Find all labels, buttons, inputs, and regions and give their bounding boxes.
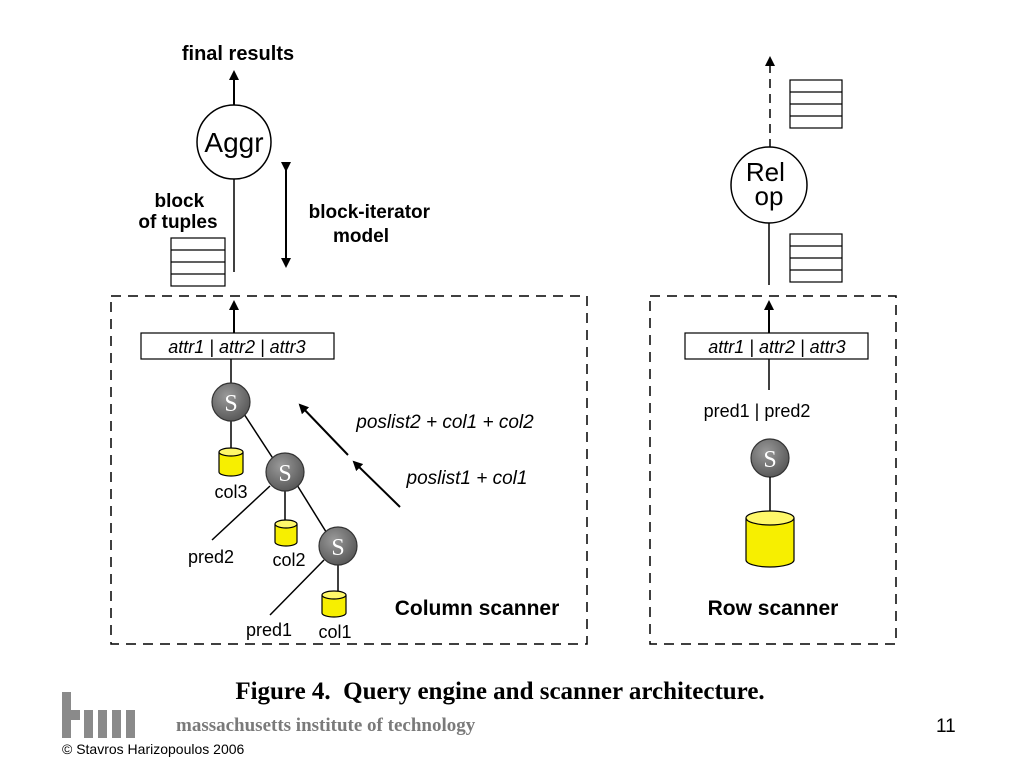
row-attr-header-box bbox=[684, 332, 869, 360]
column-attr-header-box bbox=[140, 332, 335, 360]
poslist2-arrow bbox=[298, 403, 349, 456]
col2-cylinder-icon bbox=[274, 519, 298, 547]
relop-label: Rel op bbox=[746, 157, 792, 211]
poslist1-arrow bbox=[352, 460, 401, 508]
figure-caption: Figure 4. Query engine and scanner archi… bbox=[235, 678, 764, 705]
row-output-block-icon bbox=[789, 79, 843, 129]
mit-logo bbox=[62, 692, 135, 738]
row-table-cylinder-icon bbox=[745, 510, 795, 568]
svg-text:S: S bbox=[224, 391, 237, 417]
poslist1-label: poslist1 + col1 bbox=[406, 468, 528, 489]
svg-text:S: S bbox=[278, 461, 291, 487]
page-number: 11 bbox=[936, 716, 956, 737]
column-scanner-side: final results Aggr block of tuples block… bbox=[110, 43, 588, 645]
column-attr-header: attr1 | attr2 | attr3 bbox=[168, 337, 305, 357]
row-attr-header: attr1 | attr2 | attr3 bbox=[708, 337, 845, 357]
row-preds-label: pred1 | pred2 bbox=[704, 401, 811, 421]
tuple-block-icon bbox=[170, 237, 226, 287]
row-select-node: S bbox=[750, 438, 790, 478]
pred1-label: pred1 bbox=[246, 620, 292, 640]
aggr-label: Aggr bbox=[204, 127, 263, 158]
svg-text:S: S bbox=[763, 447, 776, 473]
block-of-tuples-line2: of tuples bbox=[138, 212, 217, 233]
pred2-label: pred2 bbox=[188, 547, 234, 567]
final-results-label: final results bbox=[182, 43, 294, 65]
block-of-tuples-label: block of tuples bbox=[138, 191, 217, 233]
col3-cylinder-icon bbox=[218, 447, 244, 477]
relop-line2: op bbox=[755, 181, 784, 211]
select-node-3: S bbox=[318, 526, 358, 566]
col2-label: col2 bbox=[272, 550, 305, 570]
row-scanner-label: Row scanner bbox=[708, 597, 839, 620]
copyright-text: © Stavros Harizopoulos 2006 bbox=[62, 741, 245, 757]
col1-cylinder-icon bbox=[321, 590, 347, 618]
select-node-1: S bbox=[211, 382, 251, 422]
row-scanner-side: Rel op attr1 | attr2 | attr3 pred1 | pre… bbox=[649, 56, 897, 645]
block-of-tuples-line1: block bbox=[155, 191, 205, 212]
column-scanner-label: Column scanner bbox=[395, 597, 560, 620]
block-iterator-label: block-iterator model bbox=[309, 202, 436, 247]
select-node-2: S bbox=[265, 452, 305, 492]
poslist2-label: poslist2 + col1 + col2 bbox=[355, 412, 534, 433]
row-input-block-icon bbox=[789, 233, 843, 283]
relop-line1: Rel bbox=[746, 157, 785, 187]
block-iterator-line1: block-iterator bbox=[309, 202, 431, 223]
col3-label: col3 bbox=[214, 482, 247, 502]
row-scanner-box bbox=[649, 295, 897, 645]
col1-label: col1 bbox=[318, 622, 351, 642]
column-scanner-box bbox=[110, 295, 588, 645]
block-iterator-line2: model bbox=[333, 226, 389, 247]
institution-name: massachusetts institute of technology bbox=[176, 715, 476, 736]
svg-text:S: S bbox=[331, 535, 344, 561]
